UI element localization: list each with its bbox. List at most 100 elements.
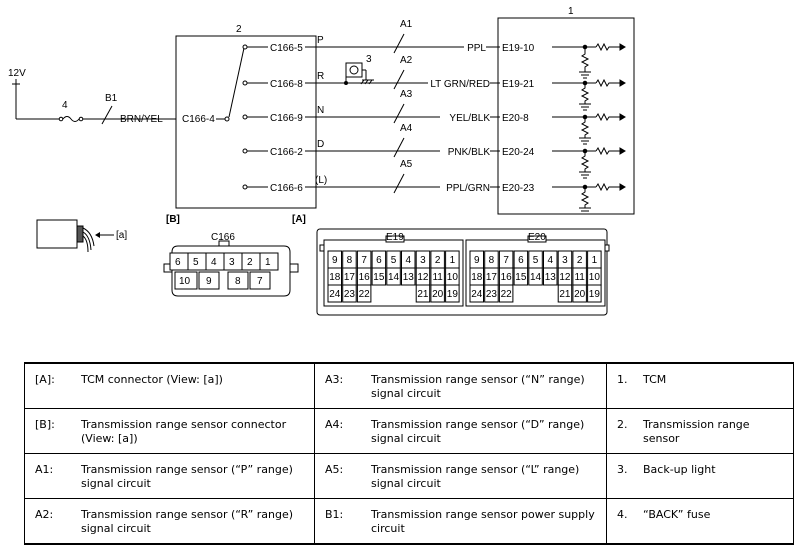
tcm-pin: 24 xyxy=(471,289,483,300)
voltage-label: 12V xyxy=(8,68,26,79)
input-wire-label: BRN/YEL xyxy=(120,114,163,125)
legend-row: A1:Transmission range sensor (“P” range)… xyxy=(24,453,794,499)
c166-pin: 9 xyxy=(206,276,212,287)
tcm-pin: 20 xyxy=(574,289,586,300)
legend-row: A2:Transmission range sensor (“R” range)… xyxy=(24,498,794,545)
legend-description: TCM xyxy=(643,373,667,386)
legend-cell: 1. TCM xyxy=(606,362,794,409)
tcm-pin-cell xyxy=(484,284,499,303)
tcm-pin-cell xyxy=(543,267,558,286)
legend-cell: 4.“BACK” fuse xyxy=(606,498,794,545)
tcm-pin: 13 xyxy=(545,272,557,283)
tcm-pin: 6 xyxy=(376,255,382,266)
circuit-label: A5 xyxy=(400,159,413,170)
legend-cell: A3: Transmission range sensor (“N” range)… xyxy=(314,362,607,409)
tcm-pin-cell xyxy=(415,284,431,303)
legend-cell: B1:Transmission range sensor power suppl… xyxy=(314,498,607,545)
legend-code: A4: xyxy=(325,418,344,431)
c166-pin: 7 xyxy=(257,276,263,287)
sensor-pin-label: C166-2 xyxy=(270,147,303,158)
tcm-pin: 20 xyxy=(432,289,444,300)
legend-cell: 2.Transmission range sensor xyxy=(606,408,794,454)
tcm-internal-circuit xyxy=(552,42,626,215)
legend-row: [B]:Transmission range sensor connector … xyxy=(24,408,794,454)
tcm-pin: 16 xyxy=(501,272,513,283)
tcm-pin: 22 xyxy=(359,289,371,300)
circuit-label: A3 xyxy=(400,89,413,100)
circuit-row-d: C166-2 D A4 PNK/BLK E20-24 xyxy=(242,123,535,158)
tcm-pin-label: E20-8 xyxy=(502,113,529,124)
legend-table: [A]:TCM connector (View: [a])A3:Transmis… xyxy=(24,362,794,545)
tcm-pin: 19 xyxy=(589,289,601,300)
range-label: D xyxy=(317,139,324,150)
backup-light-icon xyxy=(344,62,374,85)
c166-pin: 4 xyxy=(211,257,217,268)
tcm-pin: 12 xyxy=(417,272,429,283)
legend-description: Back-up light xyxy=(643,463,716,476)
legend-description: Transmission range sensor (“D” range) si… xyxy=(371,418,585,445)
legend-description: Transmission range sensor power supply c… xyxy=(371,508,595,535)
tcm-pin-cell xyxy=(445,284,460,303)
tcm-pin: 21 xyxy=(417,289,429,300)
legend-cell: [B]:Transmission range sensor connector … xyxy=(24,408,315,454)
tcm-pin: 12 xyxy=(559,272,571,283)
tcm-pin: 2 xyxy=(435,255,441,266)
tcm-pin: 1 xyxy=(592,255,598,266)
tcm-pin-label: E19-21 xyxy=(502,79,535,90)
tcm-pin: 6 xyxy=(518,255,524,266)
tcm-pin-cell xyxy=(528,267,543,286)
legend-code: A5: xyxy=(325,463,344,476)
tcm-pin: 10 xyxy=(589,272,601,283)
legend-description: Transmission range sensor (“L” range) si… xyxy=(371,463,580,490)
tcm-pin-cell xyxy=(469,284,484,303)
tcm-pin-cell xyxy=(557,284,573,303)
c166-pin: 5 xyxy=(193,257,199,268)
tcm-pin: 9 xyxy=(332,255,338,266)
tcm-pin: 10 xyxy=(447,272,459,283)
tcm-pin: 9 xyxy=(474,255,480,266)
tcm-pin-label: E20-23 xyxy=(502,183,535,194)
c166-pin: 10 xyxy=(179,276,191,287)
fuse-number: 4 xyxy=(62,100,68,111)
tcm-pin: 7 xyxy=(361,255,367,266)
legend-code: [A]: xyxy=(35,373,55,386)
tcm-pin: 11 xyxy=(432,272,443,283)
sensor-number: 2 xyxy=(236,24,242,35)
circuit-row-r: C166-8 R A2 LT GRN/RED E19-21 xyxy=(242,55,535,90)
tcm-pin: 4 xyxy=(547,255,553,266)
tcm-pin: 5 xyxy=(391,255,397,266)
c166-pin: 3 xyxy=(229,257,235,268)
circuit-label: A4 xyxy=(400,123,413,134)
input-connector-label: C166-4 xyxy=(182,114,215,125)
legend-code: [B]: xyxy=(35,418,55,431)
circuit-row-p: C166-5 P A1 PPL E19-10 xyxy=(242,19,535,54)
tcm-pin: 1 xyxy=(450,255,456,266)
legend-cell: A5: Transmission range sensor (“L” range)… xyxy=(314,453,607,499)
legend-code: A3: xyxy=(325,373,344,386)
c166-pin: 6 xyxy=(175,257,181,268)
wire-color-label: PPL/GRN xyxy=(446,183,490,194)
tcm-pin: 5 xyxy=(533,255,539,266)
c166-pin: 1 xyxy=(265,257,271,268)
sensor-pin-label: C166-8 xyxy=(270,79,303,90)
tcm-pin: 15 xyxy=(515,272,527,283)
legend-cell: A2:Transmission range sensor (“R” range)… xyxy=(24,498,315,545)
tcm-pin: 7 xyxy=(503,255,509,266)
legend-description: Transmission range sensor (“N” range) si… xyxy=(371,373,585,400)
transmission-range-sensor-box xyxy=(175,35,317,209)
tcm-pin-cell xyxy=(342,284,357,303)
tcm-pin: 2 xyxy=(577,255,583,266)
tcm-pin: 21 xyxy=(559,289,571,300)
tcm-pin: 8 xyxy=(347,255,353,266)
tcm-pin: 22 xyxy=(501,289,513,300)
connector-view-icon xyxy=(36,219,114,253)
range-label: R xyxy=(317,71,324,82)
tcm-pin: 19 xyxy=(447,289,459,300)
legend-description: Transmission range sensor (“P” range) si… xyxy=(81,463,293,490)
tcm-pin: 18 xyxy=(329,272,341,283)
tcm-pin: 18 xyxy=(471,272,483,283)
tcm-pin-label: E19-10 xyxy=(502,43,535,54)
legend-description: Transmission range sensor (“R” range) si… xyxy=(81,508,294,535)
legend-code: 1. xyxy=(617,373,628,386)
wire-color-label: PNK/BLK xyxy=(448,147,491,158)
